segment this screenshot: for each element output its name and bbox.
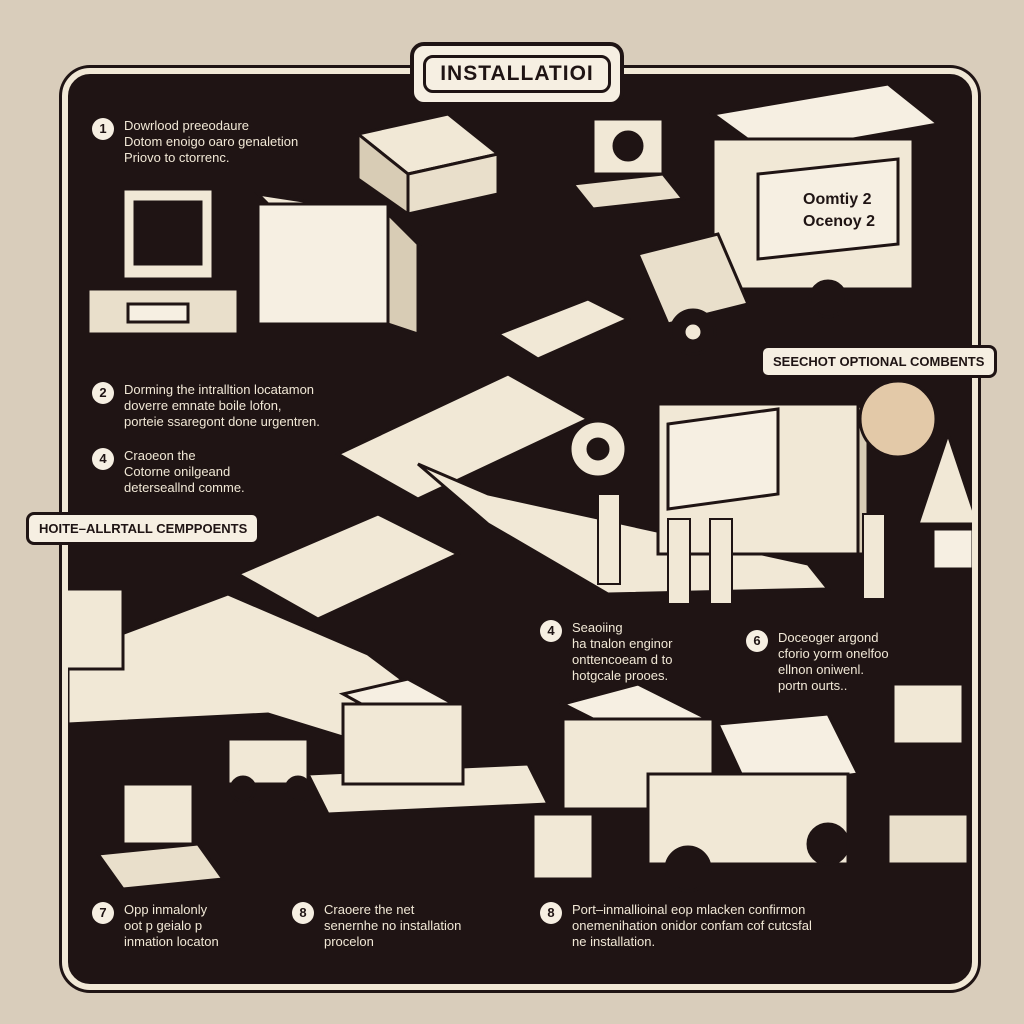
step-number: 4	[540, 620, 562, 642]
path-segment-left	[234, 512, 462, 621]
alternative-components-callout: HOITE–ALLRTALL CEMPPOENTS	[26, 512, 261, 545]
monitor-left-icon	[68, 587, 125, 671]
step-text: Craoeon the	[124, 448, 196, 463]
step-text: Opp inmalonly	[124, 902, 208, 917]
box-icon	[338, 677, 723, 811]
step-text: doverre emnate boile lofon,	[124, 398, 282, 413]
step-text: Dotom enoigo oaro genaletion	[124, 134, 299, 149]
crates-icon	[531, 682, 970, 881]
globe-icon	[858, 379, 938, 459]
truck-sign-line1: Oomtiy 2	[803, 191, 872, 208]
step-text: Doceoger argond	[778, 630, 879, 645]
truck-sign-line2: Ocenoy 2	[803, 213, 875, 230]
forklift-icon	[226, 737, 312, 803]
step-text: senernhe no installation	[324, 918, 462, 933]
people-icon	[597, 493, 886, 605]
step-text: deterseallnd comme.	[124, 480, 245, 495]
step-text: ne installation.	[572, 934, 656, 949]
laptop-icon	[570, 117, 686, 211]
step-text: Dorming the intralltion locatamon	[124, 382, 315, 397]
tree-icon	[915, 429, 972, 571]
compass-icon	[568, 419, 628, 479]
truck-icon	[635, 82, 942, 356]
step-9: 8 Port–inmallioinal eop mlacken confirmo…	[540, 902, 812, 950]
step-text: portn ourts..	[778, 678, 848, 693]
step-text: Seaoiing	[572, 620, 623, 635]
optional-components-callout: SEECHOT OPTIONAL COMBENTS	[760, 345, 998, 378]
step-text: Craoere the net	[324, 902, 415, 917]
step-text: Priovo to ctorrenc.	[124, 150, 230, 165]
step-text: Dowrlood preeodaure	[124, 118, 250, 133]
trailer-icon	[656, 400, 870, 556]
path-segment-top	[494, 297, 632, 361]
alternative-components-label: HOITE–ALLRTALL CEMPPOENTS	[39, 521, 248, 536]
step-text: onttencoeam d to	[572, 652, 673, 667]
path-segment-mid	[334, 372, 592, 501]
step-text: hotgcale prooes.	[572, 668, 669, 683]
step-text: Cotorne onilgeand	[124, 464, 231, 479]
step-number: 2	[92, 382, 114, 404]
delivery-truck-icon	[646, 712, 861, 893]
step-number: 1	[92, 118, 114, 140]
step-text: oot p geialo p	[124, 918, 203, 933]
step-number: 8	[292, 902, 314, 924]
laptop-bottom-icon	[95, 782, 226, 891]
step-number: 6	[746, 630, 768, 652]
step-number: 7	[92, 902, 114, 924]
step-text: ellnon oniwenl.	[778, 662, 865, 677]
step-text: inmation locaton	[124, 934, 219, 949]
step-number: 8	[540, 902, 562, 924]
title-badge: INSTALLATIOI	[410, 42, 624, 106]
step-text: Port–inmallioinal eop mlacken confirmon	[572, 902, 806, 917]
step-number: 4	[92, 448, 114, 470]
monitor-icon	[86, 187, 240, 336]
step-text: porteie ssaregont done urgentren.	[124, 414, 320, 429]
optional-components-label: SEECHOT OPTIONAL COMBENTS	[773, 354, 985, 369]
box-banner-icon	[253, 191, 423, 337]
diagram-panel: Oomtiy 2 Ocenoy 2	[62, 68, 978, 990]
step-text: cforio yorm onelfoo	[778, 646, 889, 661]
computer-icon	[354, 112, 502, 217]
step-text: onemenihation onidor confam cof cutcsfal	[572, 918, 812, 933]
step-text: procelon	[324, 934, 374, 949]
installation-illustration: Oomtiy 2 Ocenoy 2	[68, 82, 972, 893]
page-title: INSTALLATIOI	[423, 55, 611, 93]
step-text: ha tnalon enginor	[572, 636, 673, 651]
